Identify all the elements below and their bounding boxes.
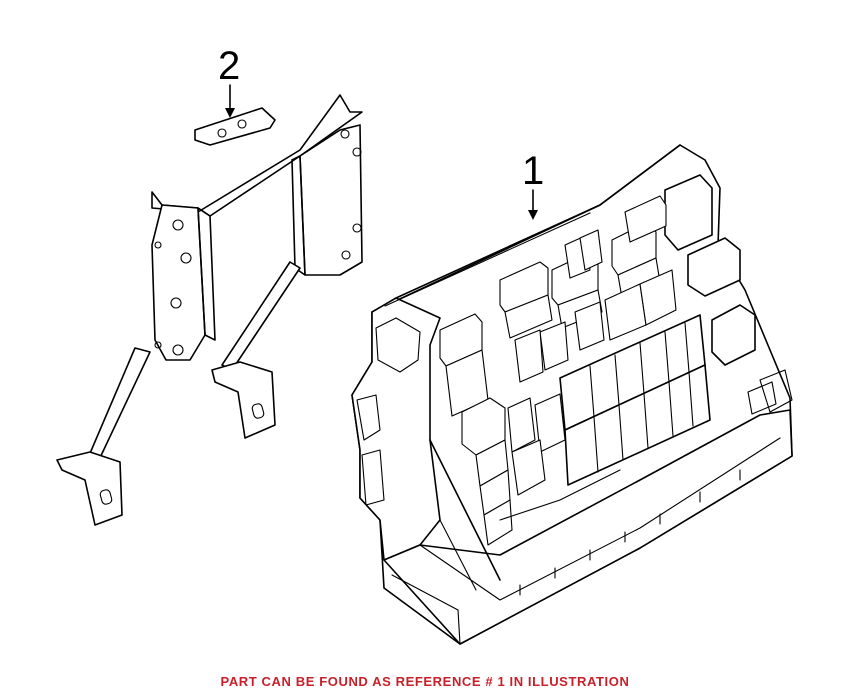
callout-number-module: 1: [522, 149, 545, 193]
base-notches: [519, 469, 741, 596]
connector-cluster: [439, 313, 566, 546]
relay-bank: [559, 314, 711, 486]
callout-1-arrow: [528, 189, 538, 220]
mounting-bracket: [56, 94, 363, 526]
fuse-rows: [499, 195, 677, 383]
fuse-box-module: [351, 144, 793, 645]
reference-footnote: PART CAN BE FOUND AS REFERENCE # 1 IN IL…: [220, 674, 630, 689]
callout-number-bracket: 2: [218, 44, 241, 88]
callout-2-arrow: [225, 84, 235, 118]
